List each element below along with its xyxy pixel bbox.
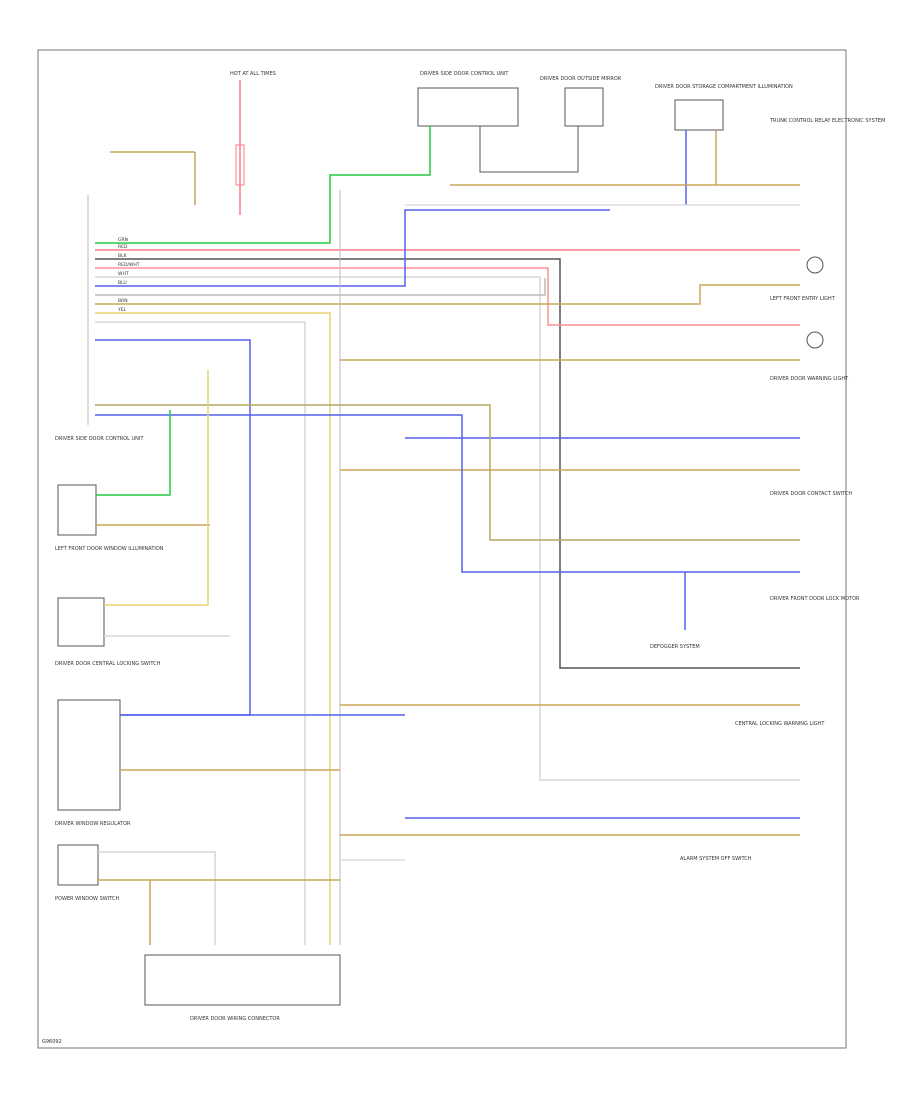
trunk-relay-label: TRUNK CONTROL RELAY ELECTRONIC SYSTEM	[769, 118, 885, 124]
central-lock-switch-box	[57, 597, 105, 647]
wire-label-redwht: RED/WHT	[118, 262, 140, 268]
wire-blu-r2	[95, 414, 800, 573]
window-regulator-box	[57, 699, 121, 811]
figure-code: G96092	[42, 1039, 62, 1045]
storage-illum-box	[674, 99, 724, 131]
left-switch-2-label: DRIVER DOOR CENTRAL LOCKING SWITCH	[55, 661, 161, 667]
wire-label-yel: YEL	[117, 307, 127, 313]
r-comp-4-label: DRIVER FRONT DOOR LOCK MOTOR	[770, 596, 860, 602]
r-comp-3-label: DRIVER DOOR CONTACT SWITCH	[770, 491, 852, 497]
wire-wht-2	[95, 321, 306, 945]
left-switch-4-label: POWER WINDOW SWITCH	[55, 896, 119, 902]
wire-yel	[95, 312, 331, 945]
wire-grn-left	[96, 410, 171, 496]
bulb-warning-light	[806, 331, 824, 349]
defog-label: DEFOGGER SYSTEM	[650, 644, 700, 650]
window-illum-box	[57, 484, 97, 536]
wire-wht	[95, 276, 800, 781]
wire-blu-left	[95, 339, 251, 716]
wire-redwht	[95, 267, 800, 326]
left-ecu-label: DRIVER SIDE DOOR CONTROL UNIT	[55, 436, 144, 442]
wire-blu	[95, 209, 610, 287]
wire-label-blu: BLU	[118, 280, 127, 286]
wire-label-grn: GRN	[118, 237, 128, 243]
alarm-off-label: ALARM SYSTEM OFF SWITCH	[680, 856, 752, 862]
wire-label-wht: WHT	[118, 271, 129, 277]
r-comp-5-label: CENTRAL LOCKING WARNING LIGHT	[735, 721, 825, 727]
bottom-connector-label: DRIVER DOOR WIRING CONNECTOR	[190, 1016, 280, 1022]
ecu-mirror-link	[479, 126, 579, 173]
left-switch-1-label: LEFT FRONT DOOR WINDOW ILLUMINATION	[55, 546, 164, 552]
wire-label-blk: BLK	[118, 253, 128, 259]
r-comp-2-label: DRIVER DOOR WARNING LIGHT	[770, 376, 849, 382]
wire-label-red: RED	[118, 244, 128, 250]
r-comp-1-label: LEFT FRONT ENTRY LIGHT	[770, 296, 836, 302]
diagram-frame	[37, 49, 847, 1049]
wire-wht-switch	[98, 851, 216, 945]
wire-grn	[95, 126, 431, 244]
storage-illum-label: DRIVER DOOR STORAGE COMPARTMENT ILLUMINA…	[655, 84, 793, 90]
wire-blk	[95, 258, 800, 669]
window-switch-box	[57, 844, 99, 886]
bulb-entry-light	[806, 256, 824, 274]
ecu-top-label: DRIVER SIDE DOOR CONTROL UNIT	[420, 71, 509, 77]
wire-yel-left	[104, 370, 209, 606]
fuse-element	[235, 144, 245, 186]
wire-olive	[95, 404, 800, 541]
wire-label-brn: BRN	[118, 298, 128, 304]
mirror-top-label: DRIVER DOOR OUTSIDE MIRROR	[540, 76, 622, 82]
wire-gray	[95, 278, 546, 296]
bottom-connector	[144, 954, 341, 1006]
fuse-label: HOT AT ALL TIMES	[230, 71, 276, 77]
ecu-box-top	[417, 87, 519, 127]
wire-brn-right	[95, 284, 800, 305]
left-switch-3-label: DRIVER WINDOW REGULATOR	[55, 821, 131, 827]
mirror-box	[564, 87, 604, 127]
